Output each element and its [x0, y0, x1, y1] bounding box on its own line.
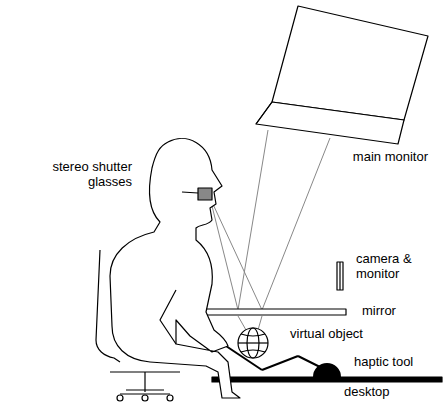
- camera-symbol: [337, 262, 343, 290]
- part-label: desktop: [344, 385, 434, 400]
- virtual-object-globe: [238, 328, 268, 358]
- part-label: stereo shutter glasses: [20, 160, 132, 190]
- chair: [96, 250, 180, 401]
- part-label: mirror: [362, 304, 432, 319]
- monitor-body: [272, 6, 428, 120]
- shutter-glasses: [198, 188, 212, 200]
- part-label: main monitor: [352, 150, 428, 165]
- mirror-plate: [200, 309, 346, 315]
- part-label: camera & monitor: [356, 252, 432, 282]
- part-label: haptic tool: [354, 355, 440, 370]
- part-label: virtual object: [290, 327, 410, 342]
- monitor-screen: [256, 102, 404, 144]
- light-rays: [210, 130, 330, 330]
- haptic-tool: [226, 346, 340, 377]
